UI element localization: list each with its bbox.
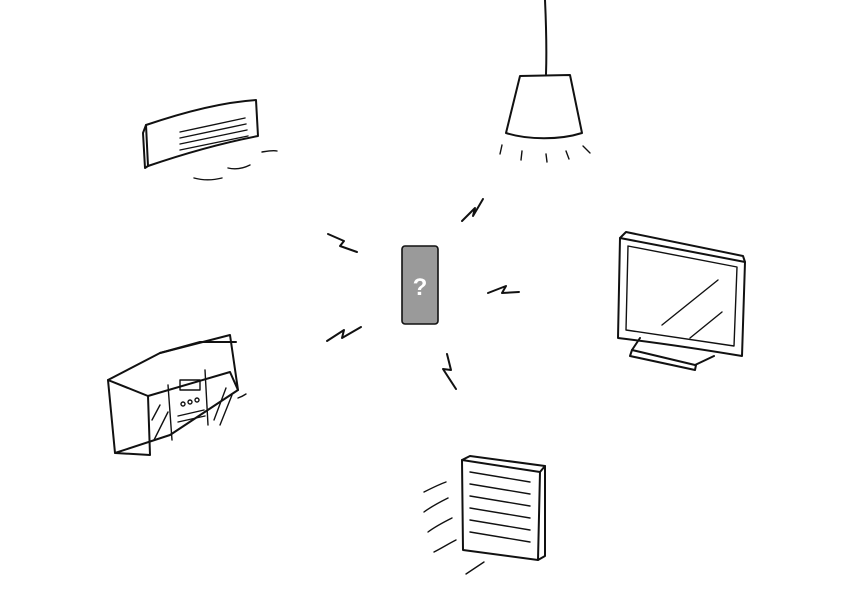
heater-icon <box>423 455 546 575</box>
lightning-signal-icon <box>461 198 484 222</box>
ceiling-lamp-icon <box>499 0 591 163</box>
lightning-signal-icon <box>442 353 457 390</box>
air-conditioner-icon <box>142 99 278 181</box>
remote-control-icon: ? <box>401 245 439 325</box>
television-icon <box>617 231 746 371</box>
lightning-signal-icon <box>327 233 358 253</box>
stereo-system-icon <box>107 334 247 456</box>
remote-question-mark: ? <box>413 274 428 301</box>
lightning-signal-icon <box>326 326 362 342</box>
lightning-signal-icon <box>487 285 520 294</box>
